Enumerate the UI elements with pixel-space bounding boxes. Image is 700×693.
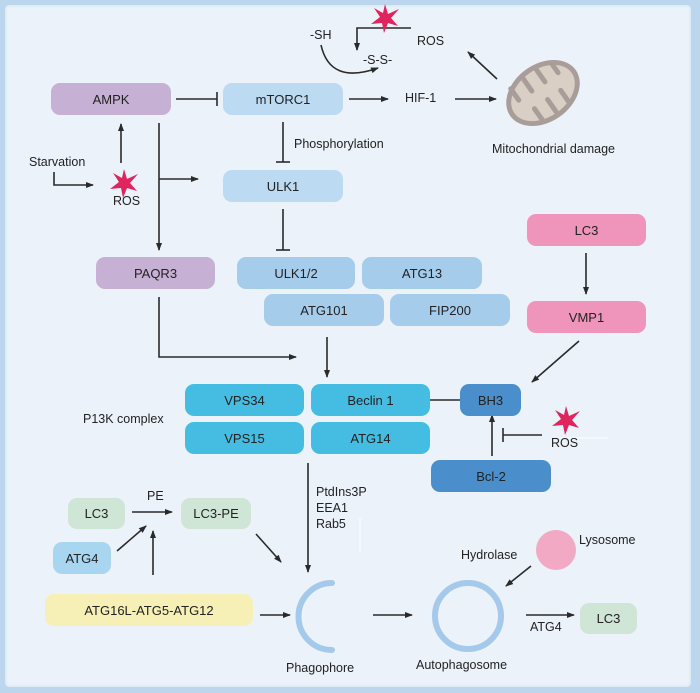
node-vps15: VPS15 — [185, 422, 304, 454]
label-ros-right: ROS — [551, 436, 579, 450]
node-bcl2: Bcl-2 — [431, 460, 551, 492]
label-ros-left: ROS — [113, 194, 141, 208]
ros-star-icon — [110, 169, 138, 198]
label-eea1: EEA1 — [316, 501, 348, 515]
node-lc3-top: LC3 — [527, 214, 646, 246]
node-atg14: ATG14 — [311, 422, 430, 454]
node-atg4: ATG4 — [53, 542, 111, 574]
label-starvation: Starvation — [29, 155, 86, 169]
ros-to-ss — [354, 27, 411, 51]
node-atg13: ATG13 — [362, 257, 482, 289]
vmp1-to-bh3 — [531, 340, 580, 383]
node-ulk12: ULK1/2 — [237, 257, 355, 289]
label-phosphorylation: Phosphorylation — [294, 137, 384, 151]
atg4-to-pe — [116, 525, 147, 552]
node-ulk1: ULK1 — [223, 170, 343, 202]
phagophore-membrane — [295, 580, 335, 653]
node-vmp1: VMP1 — [527, 301, 646, 333]
mito-to-ros — [467, 51, 498, 80]
label-pi3k-complex: P13K complex — [83, 412, 164, 426]
node-bh3: BH3 — [460, 384, 521, 416]
label-mitochondrial-damage: Mitochondrial damage — [492, 142, 615, 156]
node-ampk: AMPK — [51, 83, 171, 115]
label-lysosome: Lysosome — [579, 533, 636, 547]
lysosome-to-autophagosome — [505, 565, 532, 587]
label-ptdins3p: PtdIns3P — [316, 485, 367, 499]
sh-to-ss-curve — [320, 44, 379, 74]
paqr3-to-pi3k — [158, 297, 297, 360]
lc3pe-to-phagophore — [255, 533, 282, 563]
node-vps34: VPS34 — [185, 384, 304, 416]
node-atg16l-atg5-atg12: ATG16L-ATG5-ATG12 — [45, 594, 253, 626]
mitochondrion-icon — [506, 59, 580, 127]
node-mtorc1: mTORC1 — [223, 83, 343, 115]
node-atg101: ATG101 — [264, 294, 384, 326]
starvation-to-ros — [53, 172, 94, 188]
label-atg4-arrow: ATG4 — [530, 620, 562, 634]
label-ros-top: ROS — [417, 34, 445, 48]
lysosome — [536, 530, 576, 570]
node-beclin1: Beclin 1 — [311, 384, 430, 416]
label-sh: -SH — [310, 28, 332, 42]
label-hif1: HIF-1 — [405, 91, 437, 105]
label-phagophore: Phagophore — [286, 661, 355, 675]
diagram-panel — [5, 5, 691, 687]
node-fip200: FIP200 — [390, 294, 510, 326]
node-lc3-left: LC3 — [68, 498, 125, 529]
node-lc3pe: LC3-PE — [181, 498, 251, 529]
node-paqr3: PAQR3 — [96, 257, 215, 289]
label-ss: -S-S- — [363, 53, 393, 67]
autophagosome-membrane — [432, 580, 504, 652]
node-lc3-right: LC3 — [580, 603, 637, 634]
ros-star-icon — [552, 406, 580, 435]
label-rab5: Rab5 — [316, 517, 346, 531]
label-autophagosome: Autophagosome — [416, 658, 508, 672]
label-hydrolase: Hydrolase — [461, 548, 518, 562]
label-pe: PE — [147, 489, 164, 503]
ros-star-icon — [371, 4, 399, 33]
